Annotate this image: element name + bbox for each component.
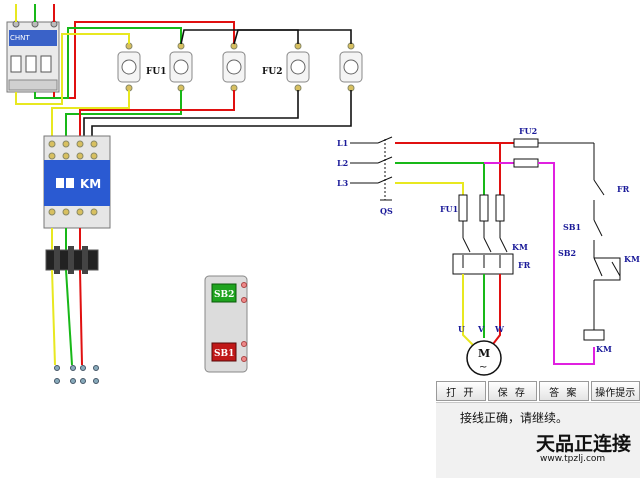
sch-km-hold: KM bbox=[624, 254, 640, 264]
sch-km-main: KM bbox=[512, 242, 528, 252]
sch-fu2: FU2 bbox=[519, 126, 537, 136]
help-button[interactable]: 操作提示 bbox=[591, 381, 640, 401]
circuit-breaker[interactable]: CHNT bbox=[7, 22, 59, 92]
save-button[interactable]: 保 存 bbox=[488, 381, 538, 401]
sch-qs: QS bbox=[380, 206, 393, 216]
sch-km-coil: KM bbox=[596, 344, 612, 354]
sch-fr-main: FR bbox=[518, 260, 531, 270]
sch-l1: L1 bbox=[337, 138, 348, 148]
motor-terminal-block[interactable] bbox=[55, 366, 99, 384]
answer-button[interactable]: 答 案 bbox=[539, 381, 589, 401]
fuse-fu1-pair[interactable] bbox=[118, 52, 245, 82]
sch-l2: L2 bbox=[337, 158, 348, 168]
sch-fr-ctrl: FR bbox=[617, 184, 630, 194]
sch-sb1: SB1 bbox=[563, 222, 581, 232]
schematic-diagram bbox=[350, 137, 620, 375]
brand-name: 天品正连接 bbox=[536, 429, 631, 456]
sch-v: V bbox=[477, 324, 485, 334]
sch-fu1: FU1 bbox=[440, 204, 458, 214]
open-button[interactable]: 打 开 bbox=[436, 381, 486, 401]
fu1-label: FU1 bbox=[146, 67, 167, 77]
fu2-label: FU2 bbox=[262, 67, 283, 77]
sch-w: W bbox=[494, 324, 505, 334]
toolbar: 打 开 保 存 答 案 操作提示 bbox=[436, 381, 640, 401]
sb2-label: SB2 bbox=[214, 290, 234, 300]
fuse-fu2-pair[interactable] bbox=[287, 52, 362, 82]
sb1-label: SB1 bbox=[214, 349, 234, 359]
overload-relay[interactable] bbox=[46, 246, 98, 274]
brand-url: www.tpzlj.com bbox=[540, 454, 605, 464]
sch-sb2: SB2 bbox=[558, 248, 576, 258]
sch-motor-label: M bbox=[478, 347, 490, 360]
sch-motor-tilde: ~ bbox=[479, 362, 487, 373]
contactor-label: KM bbox=[80, 177, 101, 191]
sch-l3: L3 bbox=[337, 178, 349, 188]
status-message: 接线正确，请继续。 bbox=[460, 409, 568, 426]
breaker-brand: CHNT bbox=[10, 34, 30, 42]
sch-u: U bbox=[458, 324, 465, 334]
